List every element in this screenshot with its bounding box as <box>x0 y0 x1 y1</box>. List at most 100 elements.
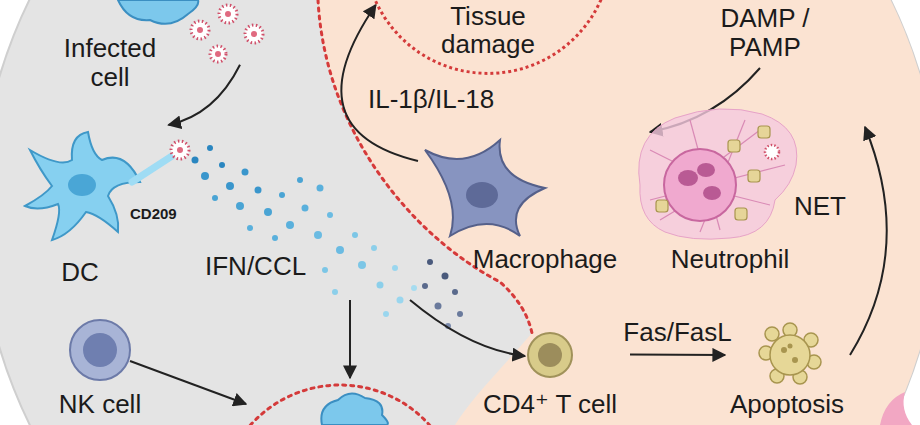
receptor-bar <box>132 156 172 182</box>
debris-piece <box>728 140 740 152</box>
debris-piece <box>735 208 747 220</box>
connector-arrow <box>169 65 241 125</box>
virion-core <box>251 31 257 37</box>
damage-circle: Tissue damage <box>363 0 613 75</box>
dot <box>358 261 366 269</box>
macrophage-dots <box>422 259 463 329</box>
arrow <box>410 300 525 356</box>
sub-label: NET <box>794 192 846 221</box>
connector-arrow <box>630 353 725 356</box>
cell-label: Infected cell <box>50 34 170 91</box>
free-label: IFN/CCL <box>205 252 306 281</box>
arrow <box>130 361 246 404</box>
neutrophil-icon <box>664 149 736 221</box>
debris <box>656 126 770 220</box>
net-cloud <box>639 109 797 239</box>
dot <box>327 212 333 218</box>
inflamed-region <box>318 0 920 425</box>
dot <box>397 297 404 304</box>
dot <box>377 282 384 289</box>
arrow <box>349 300 351 378</box>
virions <box>191 5 263 62</box>
dot <box>219 162 225 168</box>
debris-piece <box>758 126 770 138</box>
debris-piece <box>748 170 760 182</box>
cell-group: NeutrophilNET <box>630 100 865 280</box>
dot <box>279 192 285 198</box>
virion-core <box>225 11 231 17</box>
virion <box>171 141 189 159</box>
virion-core <box>215 51 221 57</box>
fragment <box>781 347 787 353</box>
dot <box>247 225 253 231</box>
cell-group: CD4⁺ T cell <box>480 325 630 423</box>
pink-shape <box>880 392 912 425</box>
dot <box>297 177 303 183</box>
cell-body <box>770 335 810 375</box>
dot <box>272 235 278 241</box>
virion <box>191 21 209 39</box>
dot <box>336 246 344 254</box>
cell-nucleus <box>83 333 117 367</box>
virion-core <box>177 147 183 153</box>
dot <box>371 245 377 251</box>
dot <box>442 273 449 280</box>
cell-nucleus <box>538 343 562 367</box>
dot <box>207 145 213 151</box>
nk-cell-icon <box>70 320 130 380</box>
virion <box>765 145 779 159</box>
dot <box>286 221 294 229</box>
cell-label: DC <box>61 258 99 287</box>
virion <box>219 5 237 23</box>
dot <box>435 303 442 310</box>
bleb <box>765 327 779 341</box>
cell-label: Macrophage <box>473 245 618 274</box>
edge-label: Fas/FasL <box>623 318 731 347</box>
dendritic-cell-icon <box>25 132 140 240</box>
dot <box>332 289 338 295</box>
cell-group: Macrophage <box>418 140 623 280</box>
t-cell-icon <box>528 333 572 377</box>
cytokine-dots <box>192 145 418 317</box>
dot <box>457 311 463 317</box>
dot <box>212 195 218 201</box>
virion-core <box>197 27 203 33</box>
nucleus-lobe <box>678 170 698 186</box>
dot <box>192 157 199 164</box>
cell-group: Apoptosis <box>725 322 850 422</box>
cell-label: Neutrophil <box>671 245 790 274</box>
cell-label: Apoptosis <box>730 390 844 419</box>
debris-piece <box>656 200 668 212</box>
dot <box>422 283 428 289</box>
free-label: DAMP / PAMP <box>713 4 818 61</box>
dot <box>314 231 322 239</box>
cell-nucleus <box>68 174 96 196</box>
dot <box>352 232 358 238</box>
cell-group: Infected cell <box>40 0 240 108</box>
dot <box>226 182 234 190</box>
dot <box>427 259 433 265</box>
edge-label: IL-1β/IL-18 <box>368 85 494 114</box>
dot <box>236 202 244 210</box>
dot <box>317 185 324 192</box>
nucleus-lobe <box>697 163 715 177</box>
virion <box>210 46 226 62</box>
fragment <box>788 344 793 349</box>
dot <box>264 208 272 216</box>
virion <box>245 25 263 43</box>
target-cell <box>321 393 388 425</box>
fragment <box>792 357 798 363</box>
macrophage-icon <box>425 140 545 236</box>
dot <box>411 285 417 291</box>
apoptotic-cell-icon <box>759 323 821 384</box>
cell-nucleus <box>466 182 498 208</box>
dot <box>302 205 309 212</box>
cell-group: NK cell <box>25 318 175 422</box>
infected-cell-icon <box>118 0 198 24</box>
connector-arrow <box>850 127 887 355</box>
cell-label: CD4⁺ T cell <box>483 390 617 419</box>
cell-label: Tissue damage <box>418 2 558 58</box>
free-label: CD209 <box>130 206 177 223</box>
dot <box>255 187 262 194</box>
